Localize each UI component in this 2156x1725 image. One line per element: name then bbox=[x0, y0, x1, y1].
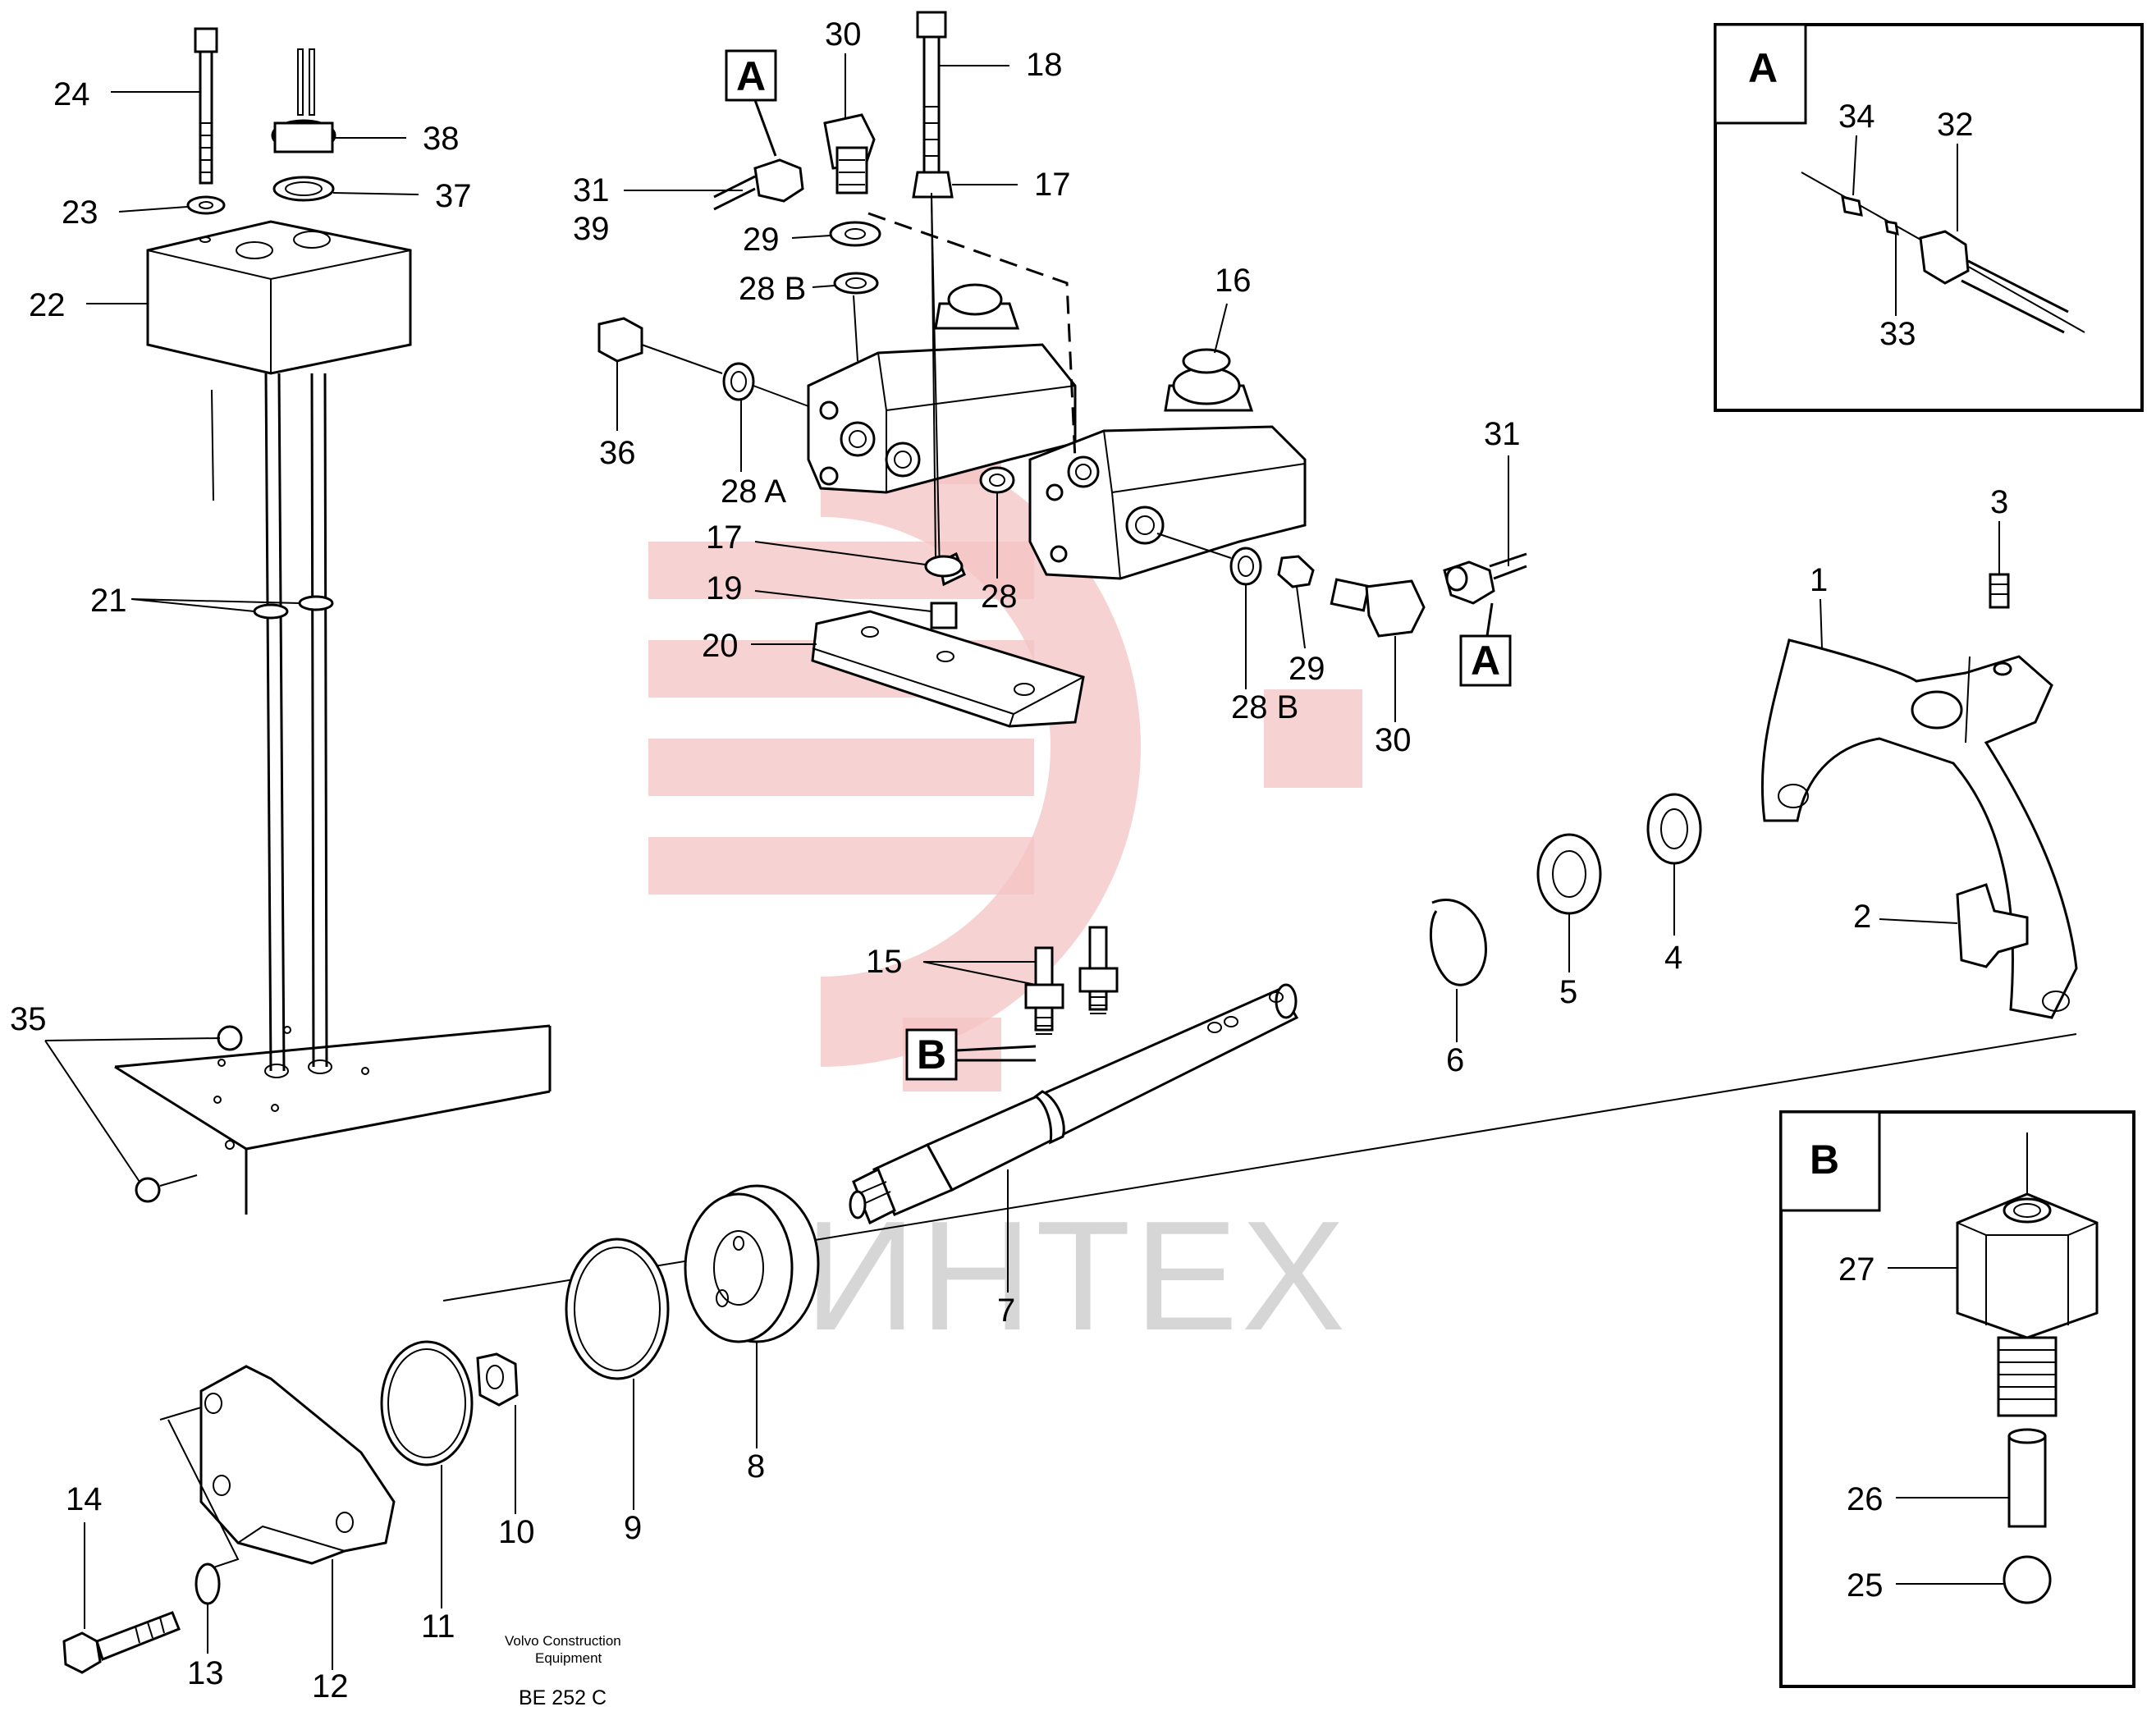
label-5: 5 bbox=[1559, 974, 1577, 1010]
label-2: 2 bbox=[1853, 899, 1871, 935]
label-11: 11 bbox=[421, 1608, 455, 1645]
label-29-bottom: 29 bbox=[1289, 651, 1325, 687]
callout-a-top: A bbox=[736, 53, 766, 99]
inset-a-label-32: 32 bbox=[1937, 107, 1974, 143]
maker-line-1: Volvo Construction bbox=[505, 1633, 621, 1649]
label-19: 19 bbox=[706, 570, 743, 606]
label-13: 13 bbox=[187, 1655, 224, 1691]
label-29-top: 29 bbox=[743, 222, 780, 258]
label-16: 16 bbox=[1215, 263, 1252, 299]
label-30-bottom: 30 bbox=[1375, 722, 1412, 758]
callout-b-box bbox=[905, 1028, 958, 1081]
callout-b: B bbox=[917, 1032, 946, 1078]
inset-b-label-25: 25 bbox=[1847, 1567, 1884, 1604]
callout-a-right: A bbox=[1471, 638, 1500, 684]
label-31-top: 31 bbox=[573, 172, 610, 208]
inset-a-label-33: 33 bbox=[1879, 316, 1916, 352]
label-3: 3 bbox=[1990, 484, 2008, 520]
label-7: 7 bbox=[997, 1293, 1015, 1329]
label-37: 37 bbox=[435, 178, 472, 214]
label-28b-bottom: 28 B bbox=[1231, 689, 1298, 725]
label-38: 38 bbox=[423, 121, 460, 157]
label-15: 15 bbox=[866, 944, 903, 980]
label-4: 4 bbox=[1664, 940, 1682, 976]
inset-b-label-26: 26 bbox=[1847, 1481, 1884, 1517]
callout-a-box-right bbox=[1459, 634, 1512, 687]
label-6: 6 bbox=[1446, 1042, 1464, 1078]
label-8: 8 bbox=[747, 1448, 765, 1485]
label-17-top: 17 bbox=[1034, 167, 1071, 203]
label-21: 21 bbox=[90, 583, 127, 619]
mounting-block-assembly bbox=[114, 27, 552, 1215]
valve-assembly: A bbox=[597, 283, 1527, 687]
shift-fork-assembly: B bbox=[62, 573, 2078, 1674]
callout-a-box-top bbox=[725, 49, 777, 102]
label-28a: 28 A bbox=[721, 474, 786, 510]
label-36: 36 bbox=[599, 435, 636, 471]
label-28: 28 bbox=[981, 579, 1018, 615]
maker-line-2: Equipment bbox=[535, 1650, 602, 1666]
inset-b: B 27 26 25 bbox=[1779, 1110, 2135, 1688]
label-31-right: 31 bbox=[1484, 416, 1521, 452]
label-30-top: 30 bbox=[825, 16, 862, 53]
inset-b-label-27: 27 bbox=[1838, 1251, 1875, 1288]
label-17-bottom: 17 bbox=[706, 519, 743, 556]
label-20: 20 bbox=[702, 628, 739, 664]
label-24: 24 bbox=[53, 76, 90, 112]
label-10: 10 bbox=[498, 1514, 535, 1550]
top-fittings: A bbox=[713, 11, 1077, 575]
callout-labels: 1 2 3 4 5 6 7 8 9 10 11 12 13 14 15 16 1… bbox=[10, 16, 2008, 1704]
footer: Volvo Construction Equipment BE 252 C bbox=[505, 1633, 621, 1709]
label-28b-top: 28 B bbox=[739, 271, 806, 307]
inset-b-title: B bbox=[1810, 1137, 1839, 1183]
label-1-text: 1 bbox=[1810, 562, 1828, 598]
inset-a: A 34 32 33 bbox=[1714, 23, 2144, 412]
plate-assembly bbox=[811, 551, 1085, 728]
label-35: 35 bbox=[10, 1001, 47, 1037]
label-18: 18 bbox=[1026, 47, 1063, 83]
watermark-text: ИНТЕХ bbox=[804, 1189, 1348, 1363]
inset-a-title: A bbox=[1748, 45, 1778, 91]
label-22: 22 bbox=[29, 287, 66, 323]
drawing-code: BE 252 C bbox=[519, 1686, 607, 1709]
label-39: 39 bbox=[573, 211, 610, 247]
label-14: 14 bbox=[66, 1481, 103, 1517]
inset-a-label-34: 34 bbox=[1838, 98, 1875, 135]
label-12: 12 bbox=[312, 1668, 349, 1704]
label-23: 23 bbox=[62, 194, 98, 231]
label-9: 9 bbox=[624, 1510, 642, 1546]
